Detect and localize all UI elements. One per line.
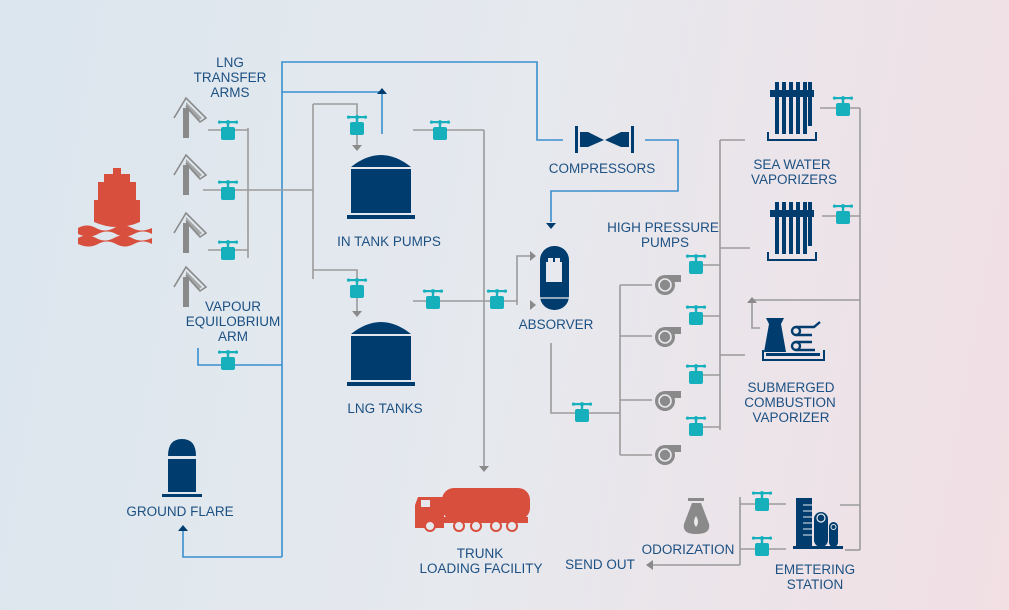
pump-icon [654,390,682,412]
svg-text:TRUNK: TRUNK [457,546,504,561]
absorber-icon [540,246,569,310]
valve-icon [685,305,707,325]
label-vapour-equilibrium-arm: VAPOUR EQUILOBRIUM ARM [186,299,281,344]
svg-text:SUBMERGED: SUBMERGED [747,380,834,395]
label-absorver: ABSORVER [519,317,594,332]
valve-icon [571,402,593,422]
label-lng-transfer-arms: LNG TRANSFER ARMS [194,55,267,100]
tank-icon [347,155,415,219]
svg-text:PUMPS: PUMPS [641,235,689,250]
odorizer-icon [683,498,710,534]
label-send-out: SEND OUT [565,557,635,572]
label-ground-flare: GROUND FLARE [126,504,233,519]
loading-arm-icon [173,154,207,196]
svg-text:LOADING FACILITY: LOADING FACILITY [419,561,542,576]
svg-text:HIGH PRESSURE: HIGH PRESSURE [607,220,719,235]
svg-text:EQUILOBRIUM: EQUILOBRIUM [186,314,281,329]
label-lng-tanks: LNG TANKS [347,401,422,416]
svg-text:TRANSFER: TRANSFER [194,70,267,85]
valve-icon [685,254,707,274]
label-in-tank-pumps: IN TANK PUMPS [337,234,441,249]
svg-text:VAPORIZER: VAPORIZER [752,410,829,425]
loading-arm-icon [173,97,207,139]
svg-text:VAPORIZERS: VAPORIZERS [751,172,837,187]
svg-text:ARMS: ARMS [210,85,249,100]
combustion-vaporizer-icon [762,318,825,361]
metering-station-icon [793,498,843,549]
vapour-return-lines [178,61,679,558]
valve-icon [217,350,239,370]
svg-text:COMBUSTION: COMBUSTION [744,395,836,410]
lng-pipelines [203,103,861,570]
compressor-icon [575,126,634,153]
tank-icon [347,322,415,386]
svg-text:STATION: STATION [787,577,844,592]
ship-icon [78,168,152,247]
valve-icon [685,364,707,384]
valve-icon [832,204,854,224]
label-high-pressure-pumps: HIGH PRESSURE PUMPS [607,220,719,250]
valve-icon [346,278,368,298]
valve-icon [832,96,854,116]
svg-text:ARM: ARM [218,329,248,344]
label-odorization: ODORIZATION [642,542,735,557]
valve-icon [346,115,368,135]
label-compressors: COMPRESSORS [549,161,656,176]
ground-flare-icon [162,439,202,497]
valve-icon [422,289,444,309]
loading-arm-icon [173,266,207,308]
truck-icon [415,488,530,532]
svg-text:EMETERING: EMETERING [775,562,855,577]
loading-arm-icon [173,212,207,254]
valve-icon [751,536,773,556]
valve-icon [751,491,773,511]
pump-icon [654,444,682,466]
valve-icon [486,289,508,309]
label-sea-water-vaporizers: SEA WATER VAPORIZERS [751,157,837,187]
svg-text:LNG: LNG [216,55,244,70]
label-emetering-station: EMETERING STATION [775,562,855,592]
pump-icon [654,274,682,296]
svg-text:SEA WATER: SEA WATER [753,157,831,172]
vaporizer-icon [767,201,817,261]
label-trunk-loading-facility: TRUNK LOADING FACILITY [419,546,542,576]
label-submerged-combustion-vaporizer: SUBMERGED COMBUSTION VAPORIZER [744,380,836,425]
pump-icon [654,326,682,348]
vaporizer-icon [767,81,817,141]
labels: LNG TRANSFER ARMS VAPOUR EQUILOBRIUM ARM… [126,55,855,592]
valve-icon [685,416,707,436]
svg-text:VAPOUR: VAPOUR [205,299,261,314]
